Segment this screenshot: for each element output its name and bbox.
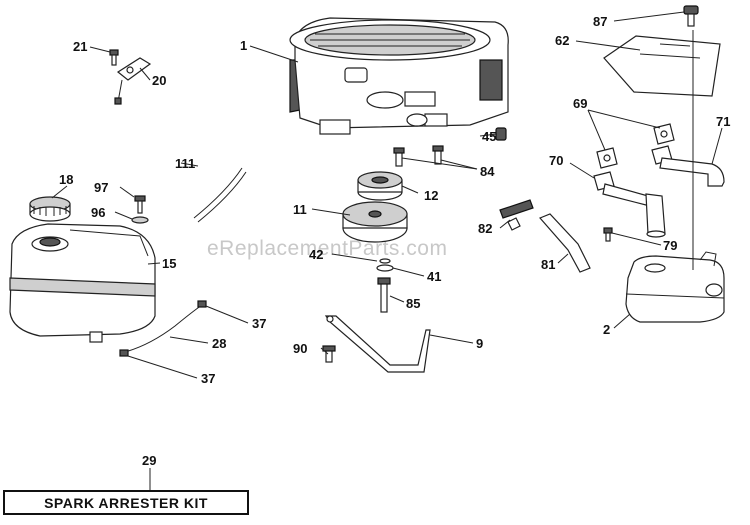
callout-9: 9 xyxy=(476,336,483,351)
screw-97 xyxy=(134,195,146,214)
callout-37-lower: 37 xyxy=(201,371,215,386)
heat-shield-62 xyxy=(603,35,721,97)
washer-41 xyxy=(376,264,394,272)
callout-82: 82 xyxy=(478,221,492,236)
washer-96 xyxy=(131,216,149,224)
callout-85: 85 xyxy=(406,296,420,311)
fitting-45 xyxy=(495,127,507,141)
watermark-text: eReplacementParts.com xyxy=(207,237,447,260)
callout-70: 70 xyxy=(549,153,563,168)
leader-lines xyxy=(51,11,723,490)
muffler-2 xyxy=(625,251,725,323)
bolt-79 xyxy=(603,227,613,242)
bolts-84 xyxy=(393,145,444,167)
callout-45: 45 xyxy=(482,129,496,144)
manifold-70 xyxy=(593,171,666,238)
washer-42 xyxy=(379,258,391,264)
callout-96: 96 xyxy=(91,205,105,220)
callout-37-upper: 37 xyxy=(252,316,266,331)
bolt-90 xyxy=(322,345,336,363)
throttle-20 xyxy=(114,57,152,105)
fuel-tank-15 xyxy=(9,223,156,343)
knob-87 xyxy=(683,5,699,27)
pulley-12 xyxy=(357,171,403,201)
callout-97: 97 xyxy=(94,180,108,195)
fitting-82 xyxy=(499,199,534,231)
callout-62: 62 xyxy=(555,33,569,48)
clamp-37-lower xyxy=(119,349,129,357)
callout-28: 28 xyxy=(212,336,226,351)
callout-18: 18 xyxy=(59,172,73,187)
callout-42: 42 xyxy=(309,247,323,262)
fuel-line-28 xyxy=(124,304,203,353)
callout-41: 41 xyxy=(427,269,441,284)
callout-20: 20 xyxy=(152,73,166,88)
fuel-line-111 xyxy=(197,171,247,223)
callout-12: 12 xyxy=(424,188,438,203)
callout-21: 21 xyxy=(73,39,87,54)
clamp-37-upper xyxy=(197,300,207,308)
bolt-85 xyxy=(377,277,391,313)
spark-arrester-kit-box: SPARK ARRESTER KIT xyxy=(3,490,249,515)
spark-arrester-kit-label: SPARK ARRESTER KIT xyxy=(44,494,208,511)
callout-90: 90 xyxy=(293,341,307,356)
callout-69: 69 xyxy=(573,96,587,111)
callouts: 1 45 84 12 11 42 41 85 9 90 21 20 111 18… xyxy=(59,14,730,468)
callout-15: 15 xyxy=(162,256,176,271)
bracket-9 xyxy=(324,315,431,373)
fuel-cap-18 xyxy=(29,196,71,222)
pipe-71 xyxy=(651,145,725,187)
callout-87: 87 xyxy=(593,14,607,29)
callout-79: 79 xyxy=(663,238,677,253)
callout-71: 71 xyxy=(716,114,730,129)
callout-1: 1 xyxy=(240,38,247,53)
callout-84: 84 xyxy=(480,164,495,179)
engine xyxy=(289,17,509,135)
clutch-11 xyxy=(342,201,408,243)
screw-21 xyxy=(109,49,119,66)
callout-11: 11 xyxy=(293,202,307,217)
callout-2: 2 xyxy=(603,322,610,337)
callout-81: 81 xyxy=(541,257,555,272)
callout-111: 111 xyxy=(175,156,195,171)
gaskets-69 xyxy=(596,123,675,169)
hose-81 xyxy=(538,213,591,273)
callout-29: 29 xyxy=(142,453,156,468)
